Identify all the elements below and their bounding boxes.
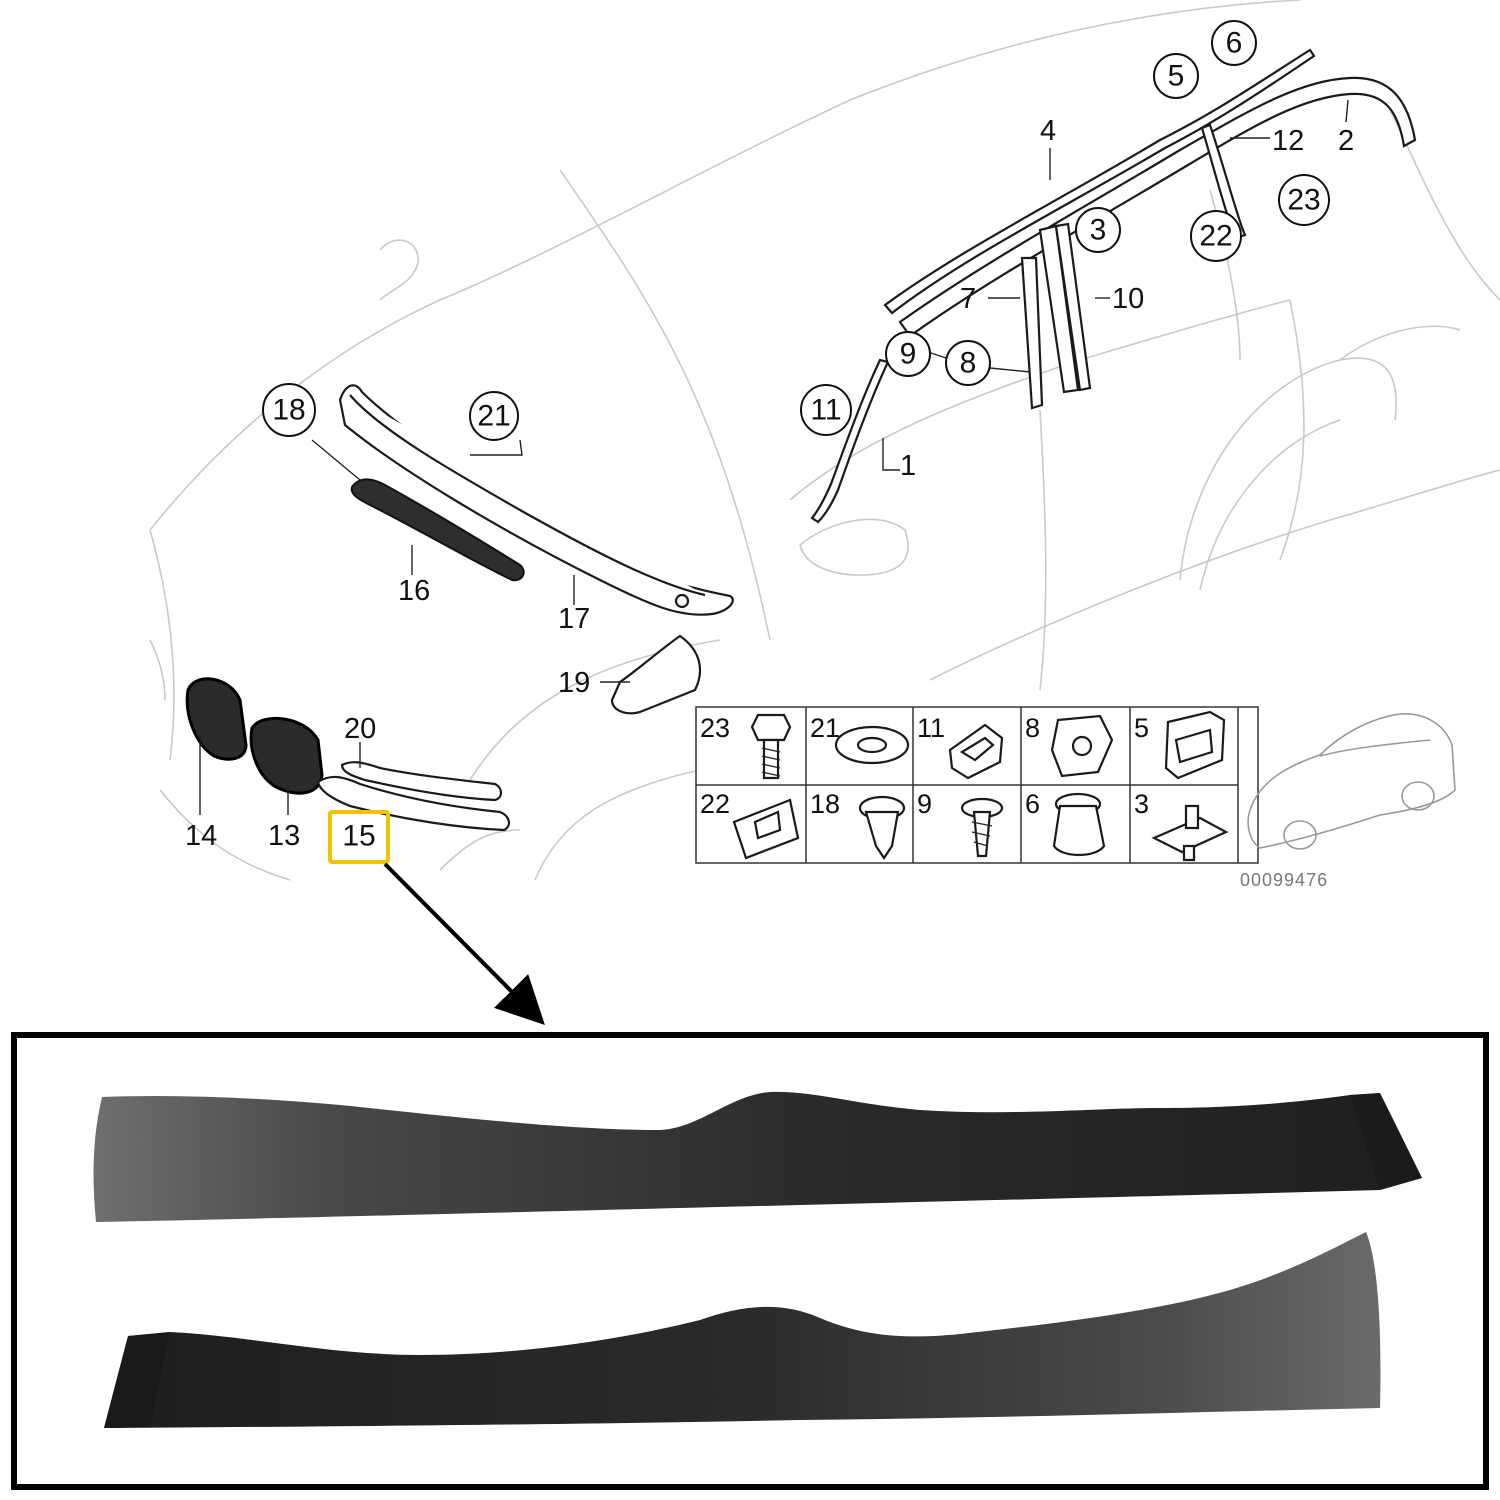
label-20: 20	[344, 713, 376, 745]
label-12: 12	[1272, 125, 1304, 157]
circled-label-6: 6	[1211, 20, 1257, 66]
diagram-code: 00099476	[1240, 870, 1328, 890]
cell-label-8: 8	[1025, 713, 1040, 743]
cowl-grille-insert	[350, 478, 525, 582]
car-thumbnail-icon	[1247, 713, 1456, 850]
svg-text:15: 15	[342, 820, 375, 853]
grommet-icon	[1052, 792, 1106, 857]
washer-icon	[834, 725, 910, 765]
circled-label-18: 18	[262, 383, 316, 437]
cell-label-23: 23	[700, 713, 730, 743]
svg-text:9: 9	[900, 338, 917, 371]
label-13: 13	[268, 820, 300, 852]
leader-lines	[199, 99, 1349, 815]
clip-icon	[948, 723, 1004, 780]
bracket-icon	[732, 798, 800, 860]
screw-icon	[960, 797, 1004, 858]
label-17: 17	[558, 603, 590, 635]
push-rivet-icon	[858, 795, 906, 860]
pointer-arrow	[383, 862, 545, 1026]
label-19: 19	[558, 667, 590, 699]
product-photo	[11, 1032, 1489, 1490]
circled-label-3: 3	[1075, 207, 1121, 253]
svg-text:18: 18	[272, 394, 305, 427]
circled-label-8: 8	[945, 340, 991, 386]
cell-label-6: 6	[1025, 789, 1040, 819]
car-body-outline	[149, 0, 1500, 881]
cell-label-9: 9	[917, 789, 932, 819]
kidney-grille-right	[249, 716, 324, 795]
label-7: 7	[960, 283, 976, 315]
svg-text:5: 5	[1168, 60, 1185, 93]
mount-clip-icon	[1151, 804, 1229, 862]
trim-part-top	[93, 1091, 1423, 1222]
bolt-icon	[750, 713, 792, 780]
pillar-trim-strips	[1020, 222, 1092, 410]
circled-label-21: 21	[469, 391, 519, 441]
svg-text:23: 23	[1287, 184, 1320, 217]
cell-label-11: 11	[917, 713, 945, 743]
cell-label-21: 21	[810, 713, 840, 743]
label-10: 10	[1112, 283, 1144, 315]
label-16: 16	[398, 575, 430, 607]
svg-text:6: 6	[1226, 27, 1243, 60]
u-clip-icon	[1164, 710, 1226, 780]
svg-text:22: 22	[1199, 220, 1232, 253]
cell-label-5: 5	[1134, 713, 1149, 743]
label-2: 2	[1338, 125, 1354, 157]
lower-trim-strips	[316, 761, 510, 832]
svg-text:3: 3	[1090, 214, 1107, 247]
circled-label-5: 5	[1153, 53, 1199, 99]
cowl-end-bracket	[610, 634, 702, 715]
circled-label-22: 22	[1190, 210, 1242, 262]
highlight-box	[328, 810, 390, 864]
a-pillar-seal	[810, 358, 890, 524]
svg-text:8: 8	[960, 347, 977, 380]
cowl-panel	[338, 384, 734, 616]
cell-label-22: 22	[700, 789, 730, 819]
highlighted-label-15: 15	[328, 810, 390, 864]
fastener-legend-grid: 23 21 11 8 5 22 18 9 6 3	[695, 706, 1456, 890]
kidney-grille-left	[185, 677, 248, 761]
svg-text:21: 21	[477, 400, 510, 433]
circled-label-9: 9	[885, 331, 931, 377]
nut-clip-icon	[1050, 714, 1114, 778]
cell-label-18: 18	[810, 789, 840, 819]
circled-label-23: 23	[1278, 174, 1330, 226]
circled-label-11: 11	[800, 384, 852, 436]
svg-text:11: 11	[810, 394, 841, 427]
label-4: 4	[1040, 115, 1056, 147]
label-14: 14	[185, 820, 217, 852]
trim-part-bottom	[104, 1232, 1381, 1428]
plain-labels: 4 2 12 7 10 1 16 17 19 20 14 13	[185, 115, 1354, 852]
label-1: 1	[900, 450, 916, 482]
circled-labels: 5 6 3 22 23 9 8 11	[262, 20, 1330, 441]
cell-label-3: 3	[1134, 789, 1149, 819]
